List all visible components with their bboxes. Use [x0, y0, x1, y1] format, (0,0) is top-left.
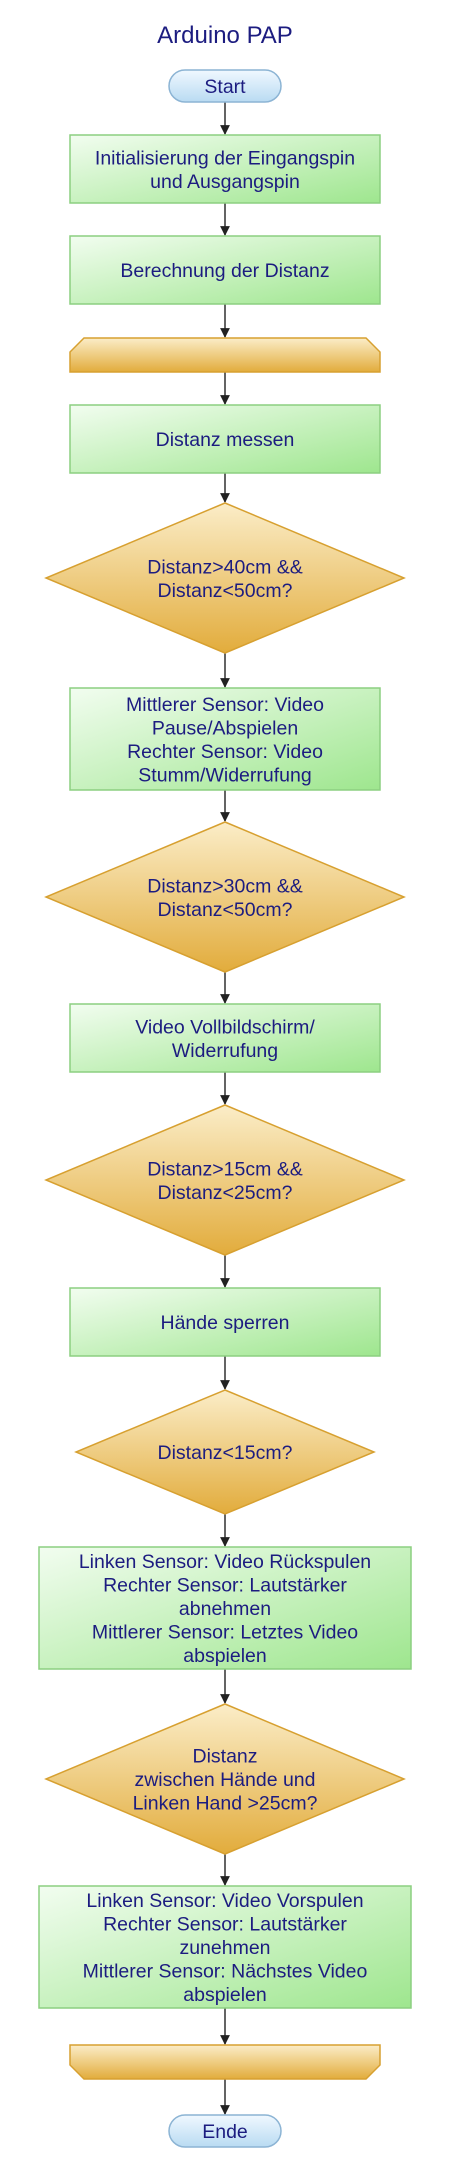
node-end: Ende [168, 2114, 282, 2148]
node-action-fullscreen: Video Vollbildschirm/Widerrufung [69, 1003, 381, 1073]
node-label-line: Mittlerer Sensor: Letztes Video [92, 1622, 358, 1644]
process-box [38, 1885, 412, 2009]
node-cond-40-50: Distanz>40cm &&Distanz<50cm? [44, 502, 406, 654]
process-box [69, 687, 381, 791]
decision-diamond [74, 1389, 376, 1515]
node-label-line: Initialisierung der Eingangspin [95, 147, 355, 169]
decision-diamond [44, 821, 406, 973]
process-box [69, 1287, 381, 1357]
node-label-line: und Ausgangspin [150, 171, 300, 193]
node-label-line: Berechnung der Distanz [120, 260, 329, 282]
node-label-line: Distanz<50cm? [158, 580, 293, 602]
node-label-line: Mittlerer Sensor: Video [126, 694, 324, 716]
node-label-line: Rechter Sensor: Video [127, 741, 323, 763]
terminal-pill [168, 69, 282, 103]
node-label-line: Rechter Sensor: Lautstärker [103, 1575, 347, 1597]
node-label-line: Pause/Abspielen [152, 717, 298, 739]
diagram-title: Arduino PAP [157, 22, 293, 49]
node-label-line: zwischen Hände und [134, 1769, 315, 1791]
decision-diamond [44, 1104, 406, 1256]
node-measure: Distanz messen [69, 404, 381, 474]
node-loop-start [69, 337, 381, 373]
node-label-line: Distanz<50cm? [158, 899, 293, 921]
node-label-line: Mittlerer Sensor: Nächstes Video [83, 1961, 368, 1983]
node-label-line: Linken Sensor: Video Rückspulen [79, 1551, 371, 1573]
node-label-line: abspielen [183, 1645, 266, 1667]
node-label-line: Linken Hand >25cm? [133, 1793, 318, 1815]
node-action-pause-mute: Mittlerer Sensor: VideoPause/AbspielenRe… [69, 687, 381, 791]
node-start: Start [168, 69, 282, 103]
decision-diamond [44, 502, 406, 654]
node-label-line: Rechter Sensor: Lautstärker [103, 1914, 347, 1936]
decision-diamond [44, 1703, 406, 1855]
node-label-line: Stumm/Widerrufung [138, 764, 311, 786]
loop-end-shape [69, 2044, 381, 2080]
node-label-line: Distanz>15cm && [147, 1158, 303, 1180]
node-label-line: Ende [202, 2121, 248, 2143]
node-label-line: Video Vollbildschirm/ [135, 1016, 315, 1038]
process-box [69, 1003, 381, 1073]
node-label-line: Distanz>30cm && [147, 875, 303, 897]
node-label-line: Linken Sensor: Video Vorspulen [86, 1890, 363, 1912]
node-label-line: Widerrufung [172, 1040, 278, 1062]
node-label-line: Distanz messen [156, 429, 295, 451]
node-label-line: Distanz [192, 1746, 257, 1768]
node-label-line: Start [204, 76, 246, 98]
process-box [69, 404, 381, 474]
node-cond-15-25: Distanz>15cm &&Distanz<25cm? [44, 1104, 406, 1256]
node-label-line: Distanz<25cm? [158, 1182, 293, 1204]
node-label-line: Distanz>40cm && [147, 556, 303, 578]
node-calc: Berechnung der Distanz [69, 235, 381, 305]
node-action-lock: Hände sperren [69, 1287, 381, 1357]
node-cond-30-50: Distanz>30cm &&Distanz<50cm? [44, 821, 406, 973]
node-label-line: Distanz<15cm? [158, 1442, 293, 1464]
node-label-line: Hände sperren [161, 1312, 290, 1334]
node-label-line: abspielen [183, 1984, 266, 2006]
node-label-line: zunehmen [179, 1937, 270, 1959]
node-cond-lt15: Distanz<15cm? [74, 1389, 376, 1515]
loop-start-shape [69, 337, 381, 373]
process-box [69, 134, 381, 204]
terminal-pill [168, 2114, 282, 2148]
process-box [69, 235, 381, 305]
process-box [38, 1546, 412, 1670]
node-loop-end [69, 2044, 381, 2080]
node-label-line: abnehmen [179, 1598, 271, 1620]
